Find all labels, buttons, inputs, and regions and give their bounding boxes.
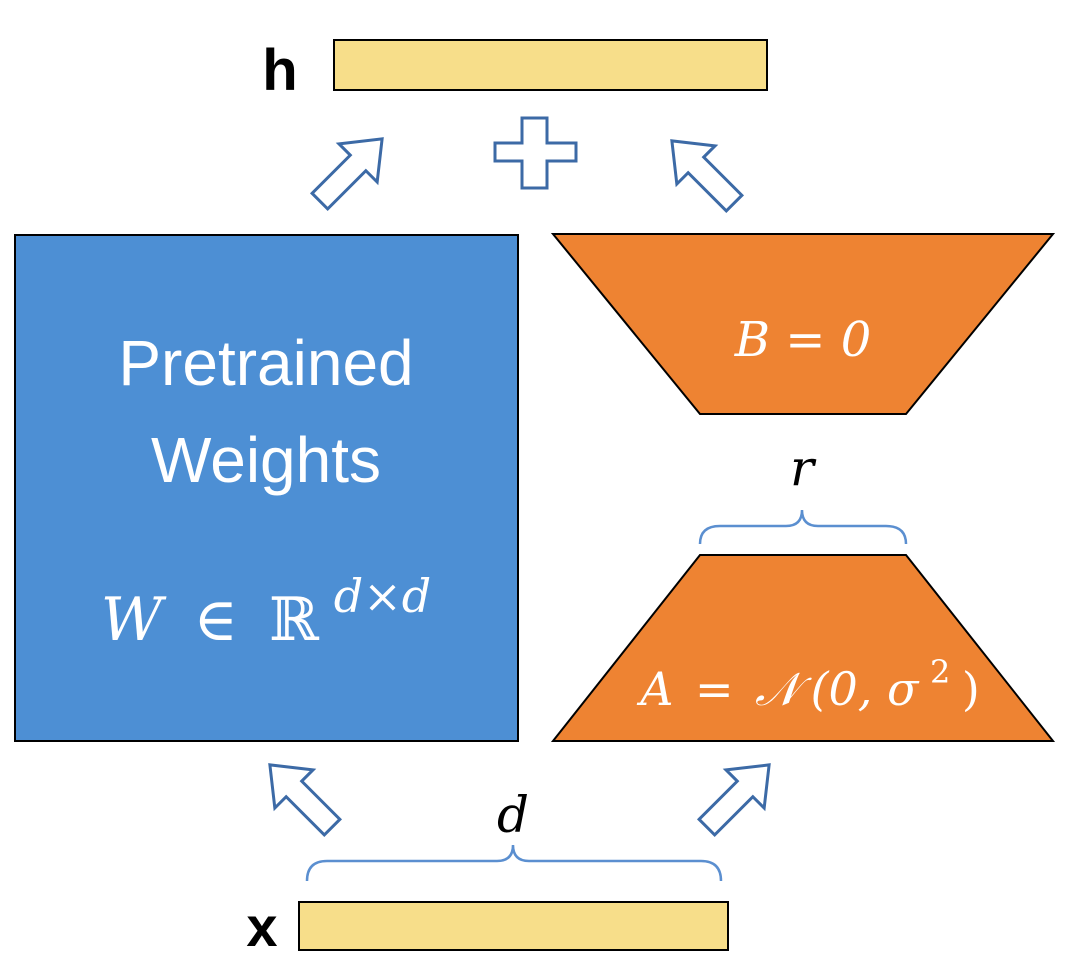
formula-reals: ℝ <box>269 585 320 655</box>
dim-label: d <box>497 786 529 844</box>
rank-brace <box>698 509 908 545</box>
formula-sup-dxd: d×d <box>334 569 431 623</box>
pretrained-label-line2: Weights <box>151 424 381 496</box>
matrix-b-trapezoid <box>550 233 1056 415</box>
matrix-a-trapezoid <box>550 554 1056 742</box>
formula-a: A <box>636 662 673 716</box>
input-vector-x <box>298 901 729 951</box>
output-label: h <box>262 38 297 103</box>
matrix-b-formula: B = 0 <box>734 312 872 368</box>
pretrained-label-line1: Pretrained <box>118 327 413 399</box>
plus-icon <box>493 116 578 190</box>
arrow-icon-pretrained-to-h <box>309 137 384 212</box>
pretrained-weights-block <box>14 234 519 742</box>
formula-normal: 𝒩 <box>755 662 812 716</box>
arrow-icon-x-to-a <box>696 763 771 838</box>
formula-eq: = <box>695 662 734 716</box>
arrow-icon-x-to-pretrained <box>268 763 343 838</box>
formula-args: (0, σ <box>811 662 920 716</box>
formula-w: W <box>101 585 167 655</box>
formula-close: ) <box>962 662 980 716</box>
dim-brace <box>305 844 723 882</box>
output-vector-h <box>333 39 768 91</box>
rank-label: r <box>790 439 817 497</box>
input-label: x <box>246 895 277 958</box>
arrow-icon-b-to-h <box>670 139 745 214</box>
formula-sup-2: 2 <box>930 653 950 691</box>
matrix-a-formula: A = 𝒩 (0, σ 2 ) <box>636 642 980 716</box>
pretrained-formula: W ∈ ℝ d×d <box>101 569 431 655</box>
formula-in: ∈ <box>193 585 237 655</box>
